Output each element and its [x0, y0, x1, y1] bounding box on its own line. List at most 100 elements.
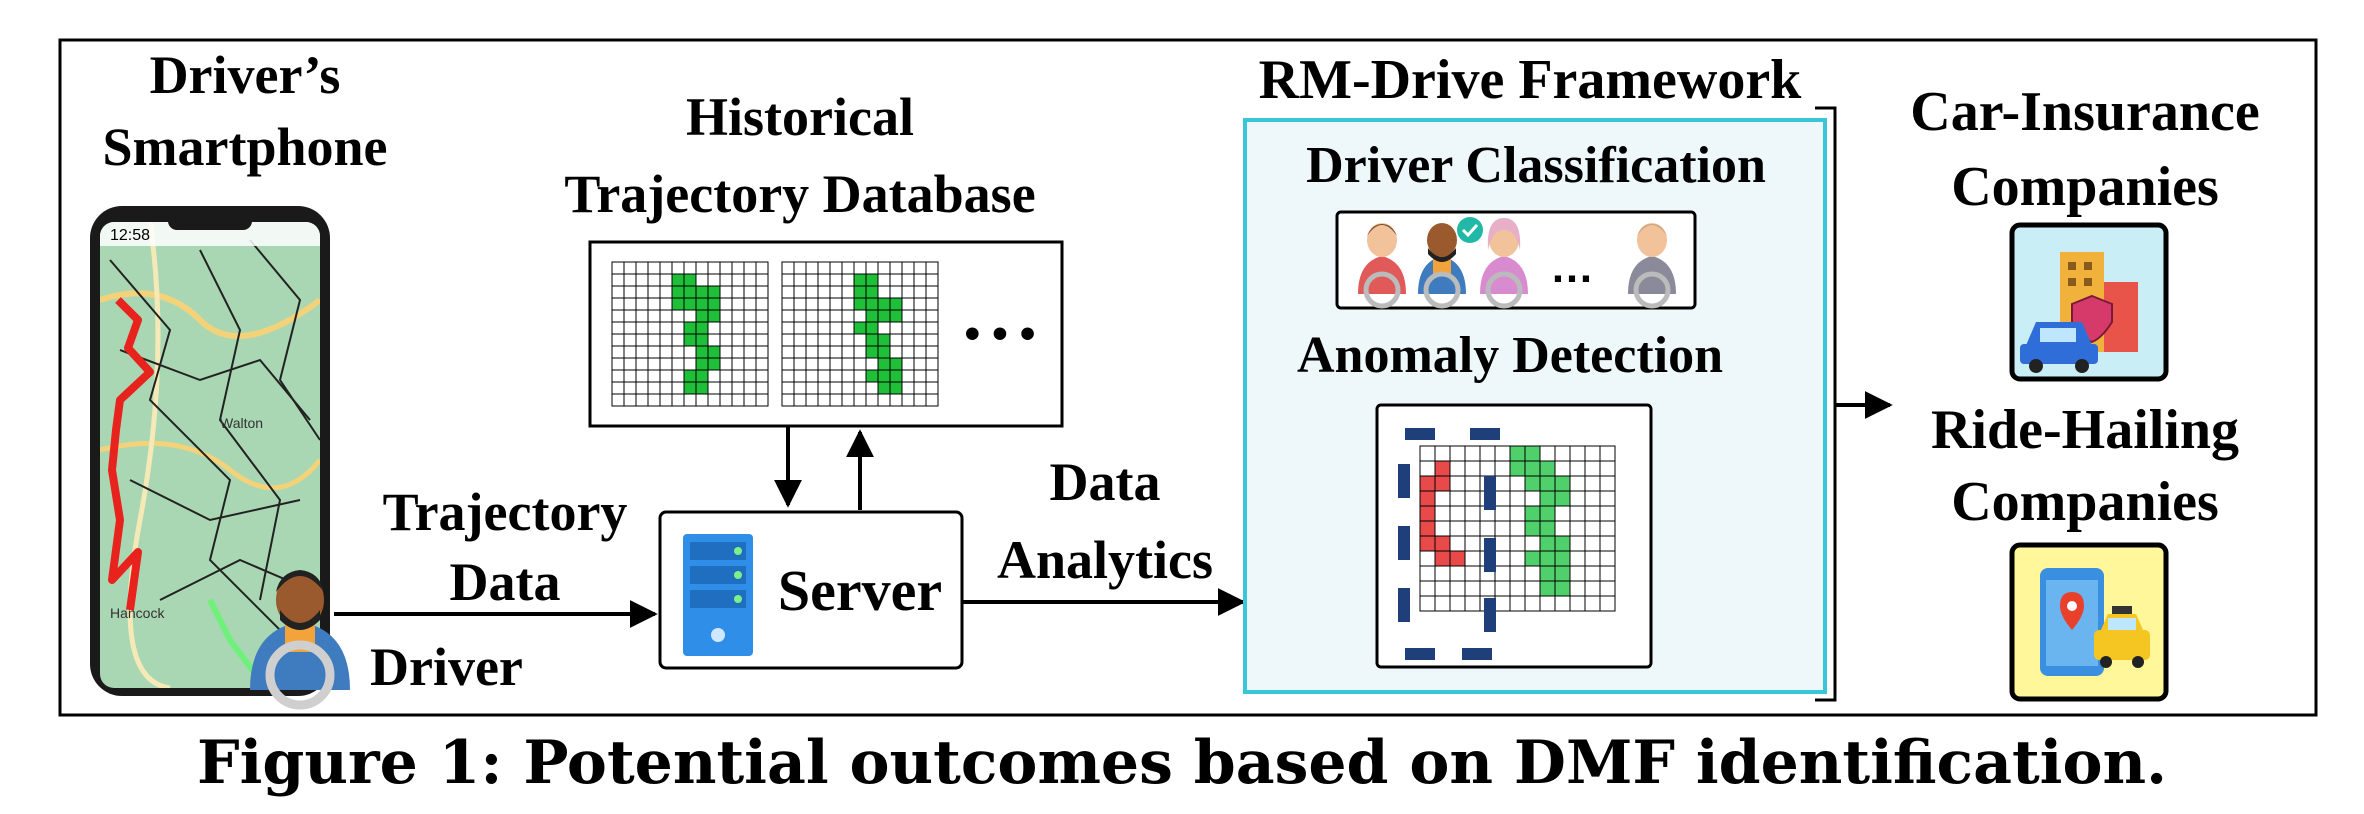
grid-cell [877, 273, 891, 287]
grid-cell [1524, 505, 1541, 522]
grid-cell [1569, 565, 1586, 582]
grid-cell [829, 357, 843, 371]
grid-cell [781, 393, 795, 407]
grid-cell [1464, 445, 1481, 462]
grid-cell [623, 261, 637, 275]
grid-cell [671, 321, 685, 335]
grid-cell [817, 297, 831, 311]
grid-cell [925, 261, 939, 275]
grid-cell [853, 333, 867, 347]
grid-cell [889, 357, 903, 371]
grid-cell [889, 381, 903, 395]
grid-cell [793, 369, 807, 383]
grid-cell [1599, 505, 1616, 522]
grid-cell [743, 321, 757, 335]
grid-cell [743, 357, 757, 371]
grid-cell [1584, 550, 1601, 567]
grid-cell [889, 393, 903, 407]
grid-cell [1494, 580, 1511, 597]
grid-cell [1449, 490, 1466, 507]
grid-cell [1449, 565, 1466, 582]
grid-cell [611, 345, 625, 359]
grid-cell [865, 285, 879, 299]
grid-cell [647, 381, 661, 395]
grid-cell [659, 345, 673, 359]
grid-cell [743, 297, 757, 311]
grid-cell [1494, 505, 1511, 522]
grid-cell [1434, 460, 1451, 477]
grid-cell [829, 285, 843, 299]
grid-cell [635, 261, 649, 275]
grid-cell [877, 285, 891, 299]
grid-cell [781, 369, 795, 383]
grid-cell [1524, 520, 1541, 537]
grid-cell [889, 297, 903, 311]
grid-cell [623, 369, 637, 383]
grid-cell [1554, 475, 1571, 492]
framework-title: RM-Drive Framework [1259, 49, 1803, 111]
phone-title-line1: Driver’s [150, 45, 341, 105]
grid-cell [1554, 580, 1571, 597]
ride-label-line1: Ride-Hailing [1931, 399, 2239, 461]
grid-cell [635, 381, 649, 395]
grid-cell [1494, 460, 1511, 477]
grid-cell [913, 393, 927, 407]
grid-cell [817, 309, 831, 323]
grid-cell [1464, 595, 1481, 612]
grid-cell [925, 309, 939, 323]
grid-cell [877, 393, 891, 407]
grid-cell [781, 309, 795, 323]
grid-cell [647, 273, 661, 287]
grid-cell [611, 357, 625, 371]
grid-cell [889, 273, 903, 287]
grid-cell [635, 393, 649, 407]
grid-cell [731, 333, 745, 347]
grid-cell [731, 285, 745, 299]
grid-cell [781, 273, 795, 287]
grid-cell [841, 381, 855, 395]
grid-cell [793, 357, 807, 371]
grid-cell [659, 273, 673, 287]
grid-cell [841, 285, 855, 299]
grid-cell [623, 285, 637, 299]
grid-cell [1554, 520, 1571, 537]
data-analytics-line1: Data [1050, 452, 1161, 512]
insurance-label-line1: Car-Insurance [1910, 81, 2259, 143]
grid-cell [841, 261, 855, 275]
grid-cell [671, 333, 685, 347]
grid-cell [647, 357, 661, 371]
grid-cell [731, 381, 745, 395]
grid-cell [865, 261, 879, 275]
grid-cell [611, 261, 625, 275]
grid-cell [695, 381, 709, 395]
grid-cell [829, 309, 843, 323]
trajectory-grid-2 [781, 261, 939, 407]
grid-cell [683, 273, 697, 287]
driver-label: Driver [370, 637, 523, 697]
grid-cell [1449, 580, 1466, 597]
grid-cell [1539, 490, 1556, 507]
grid-cell [853, 273, 867, 287]
grid-cell [1449, 475, 1466, 492]
grid-cell [647, 261, 661, 275]
grid-cell [623, 309, 637, 323]
grid-cell [647, 345, 661, 359]
grid-cell [1554, 595, 1571, 612]
grid-cell [1464, 535, 1481, 552]
grid-cell [647, 321, 661, 335]
grid-cell [1539, 580, 1556, 597]
grid-cell [731, 321, 745, 335]
grid-cell [695, 369, 709, 383]
grid-cell [1449, 595, 1466, 612]
grid-cell [925, 297, 939, 311]
grid-cell [635, 357, 649, 371]
grid-cell [1434, 580, 1451, 597]
grid-cell [695, 273, 709, 287]
grid-cell [1569, 475, 1586, 492]
grid-cell [841, 357, 855, 371]
grid-cell [793, 273, 807, 287]
grid-cell [707, 381, 721, 395]
grid-cell [1569, 520, 1586, 537]
grid-cell [1419, 565, 1436, 582]
grid-cell [829, 321, 843, 335]
